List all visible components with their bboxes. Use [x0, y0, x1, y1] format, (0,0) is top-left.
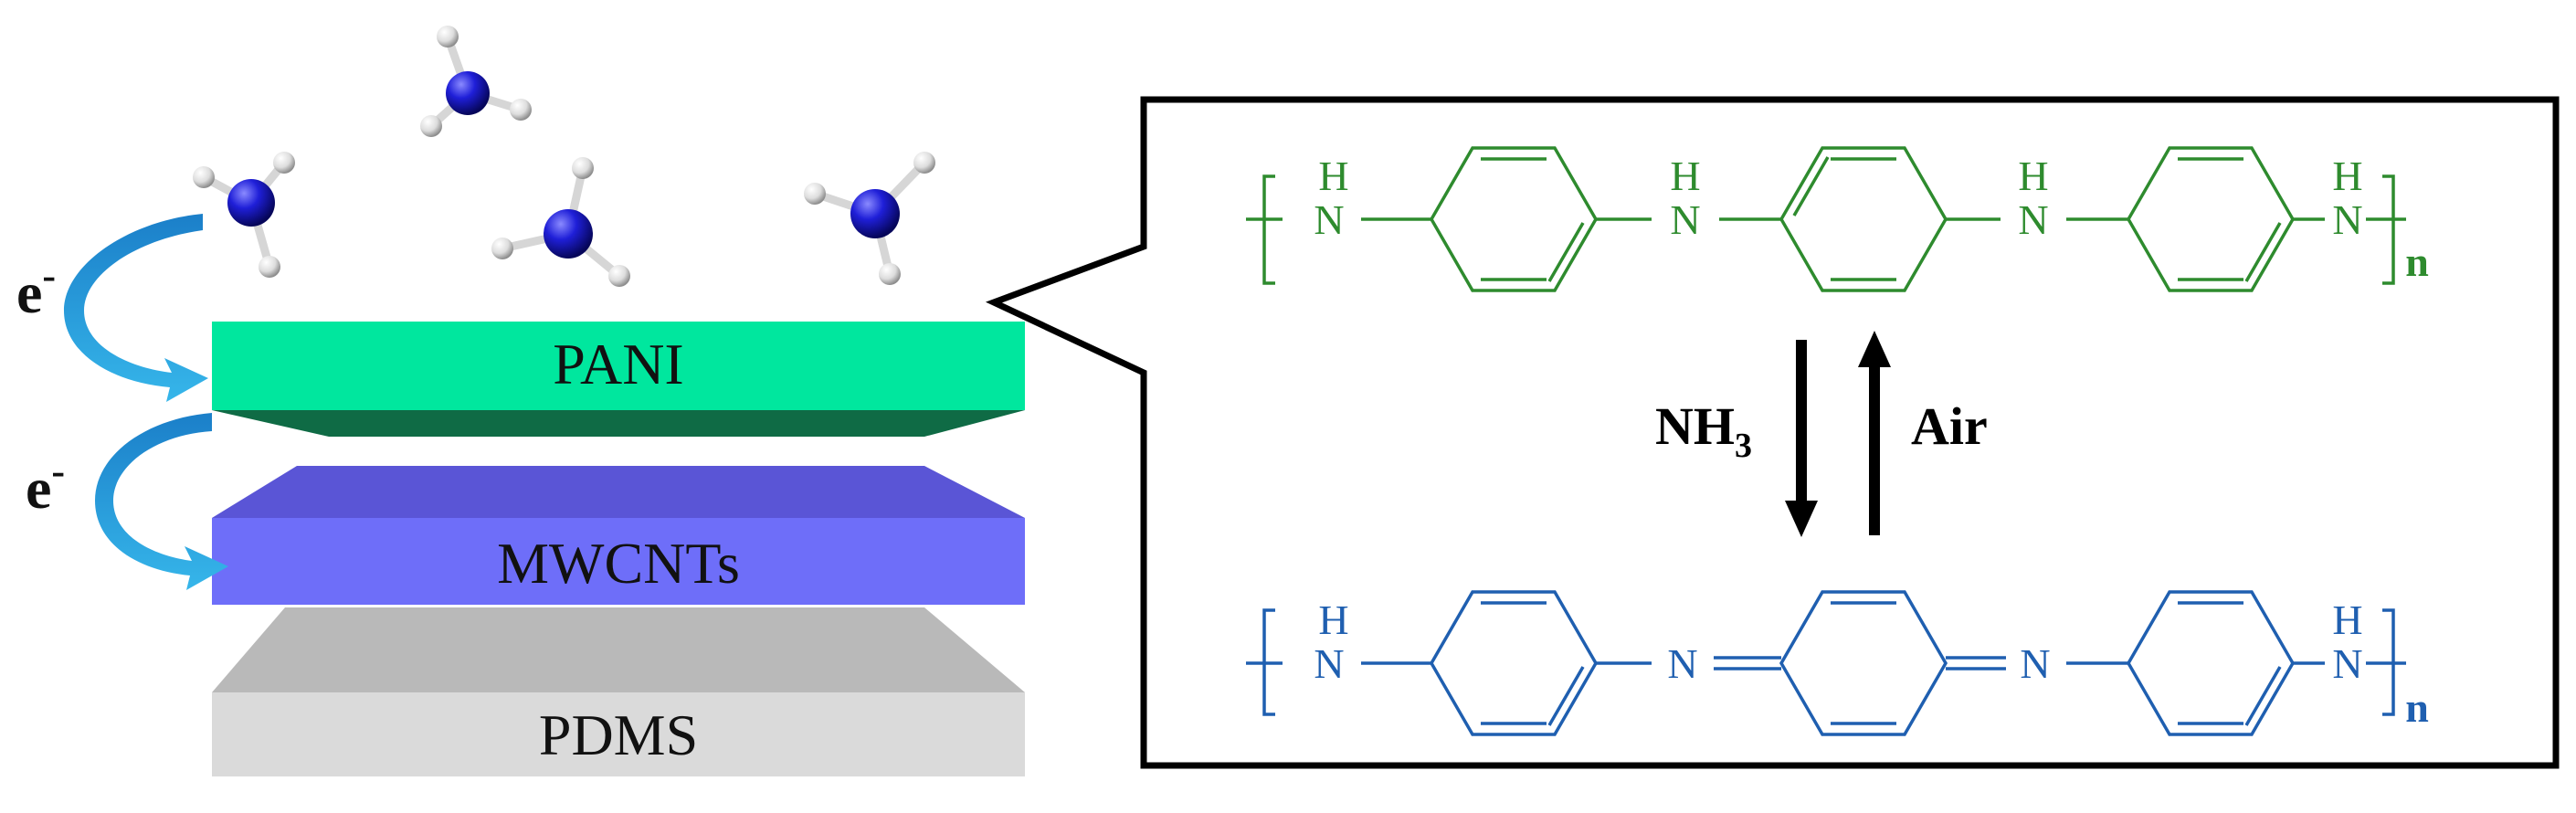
- ammonia-molecule-icon: [193, 152, 295, 278]
- equilibrium-arrows: NH3 Air: [1655, 331, 1988, 537]
- reverse-arrow-shaft: [1869, 365, 1880, 535]
- reverse-label: Air: [1911, 396, 1988, 456]
- ammonia-molecule-icon: [420, 26, 532, 137]
- forward-label: NH3: [1655, 396, 1752, 465]
- pdms-layer: PDMS: [212, 607, 1025, 776]
- leucoemeraldine-labels: N H N H N H N H n: [1314, 153, 2428, 285]
- n-atom-4: N: [2332, 196, 2362, 243]
- n-atom-1: N: [1314, 640, 1344, 687]
- right-bracket: [2382, 174, 2395, 285]
- h-atom-4: H: [2332, 597, 2362, 643]
- mwcnts-front-face: [212, 518, 1025, 605]
- imine-n-1: N: [1667, 640, 1697, 687]
- h-atom-4: H: [2332, 153, 2362, 199]
- n-atom-4: N: [2332, 640, 2362, 687]
- pdms-top-face: [212, 607, 1025, 692]
- left-bracket: [1262, 174, 1275, 285]
- imine-n-2: N: [2020, 640, 2050, 687]
- n-atom-2: N: [1670, 196, 1700, 243]
- h-atom-3: H: [2018, 153, 2048, 199]
- ammonia-molecule-icon: [491, 157, 630, 287]
- curved-arrow-icon: [95, 413, 228, 590]
- pani-underside: [212, 410, 1025, 437]
- h-atom-2: H: [1670, 153, 1700, 199]
- electron-transfer-2: e-: [26, 413, 228, 590]
- pani-layer: PANI: [212, 322, 1025, 437]
- forward-arrow-head: [1785, 501, 1818, 537]
- repeat-subscript-n: n: [2405, 238, 2429, 285]
- callout-box: [985, 96, 2560, 769]
- mwcnts-label: MWCNTs: [497, 531, 740, 596]
- ammonia-molecule-icon: [804, 152, 935, 285]
- reverse-arrow-head: [1858, 331, 1891, 367]
- leucoemeraldine-structure: [1246, 146, 2406, 292]
- curved-arrow-icon: [64, 214, 208, 402]
- electron-transfer-1: e-: [16, 214, 208, 402]
- repeat-subscript-n: n: [2405, 684, 2429, 731]
- n-atom-3: N: [2018, 196, 2048, 243]
- mwcnts-top-face: [212, 466, 1025, 518]
- pani-label: PANI: [553, 332, 683, 396]
- pani-front-face: [212, 322, 1025, 410]
- h-atom-1: H: [1318, 153, 1348, 199]
- pdms-front-face: [212, 692, 1025, 776]
- electron-symbol: e-: [26, 449, 65, 521]
- emeraldine-base-structure: [1246, 590, 2406, 736]
- n-atom-1: N: [1314, 196, 1344, 243]
- mwcnts-layer: MWCNTs: [212, 466, 1025, 605]
- pdms-label: PDMS: [539, 702, 698, 767]
- electron-symbol: e-: [16, 253, 56, 325]
- forward-arrow-shaft: [1796, 340, 1807, 502]
- emeraldine-base-labels: N H N N N H n: [1314, 597, 2428, 731]
- h-atom-1: H: [1318, 597, 1348, 643]
